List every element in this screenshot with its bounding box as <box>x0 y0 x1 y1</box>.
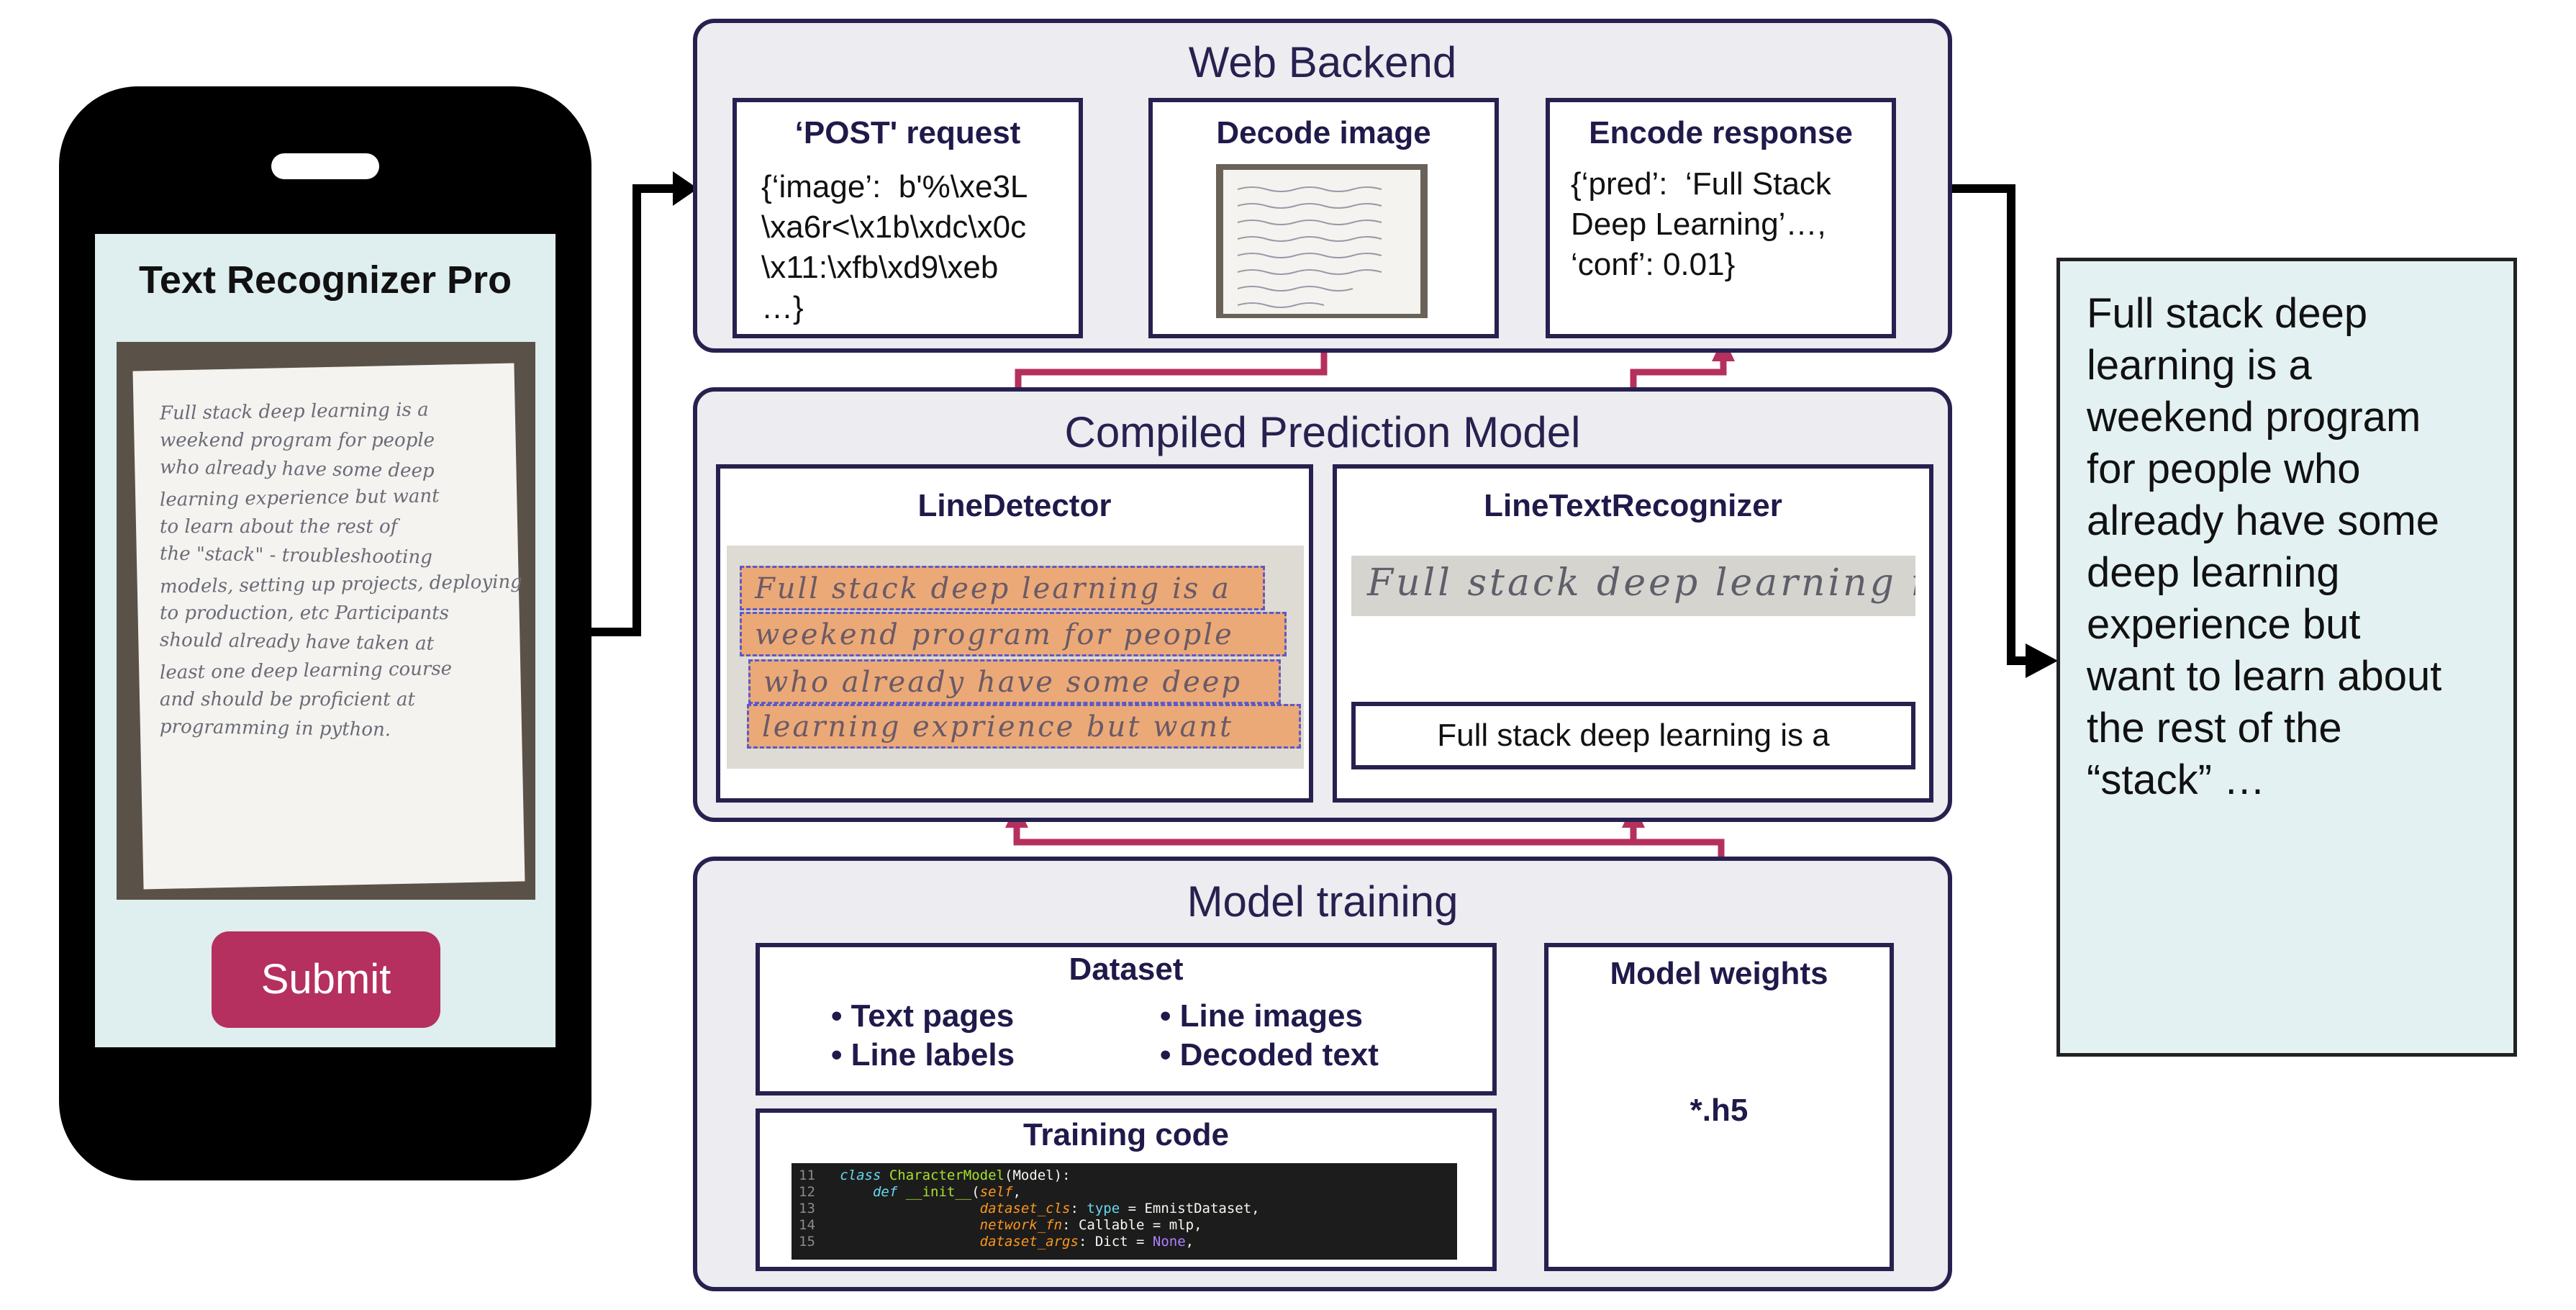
line-crop-handwriting: Full stack deep learning is a <box>1367 561 1915 605</box>
training-code-title: Training code <box>1022 1117 1230 1152</box>
post-request-body: {‘image’: b'%\xe3L \xa6r<\x1b\xdc\x0c \x… <box>761 169 1028 325</box>
model-training-title: Model training <box>1187 877 1459 926</box>
code-token: (Model): <box>1004 1167 1071 1183</box>
code-token: ( <box>971 1184 980 1200</box>
photo-handwriting-line: and should be proficient at <box>160 689 415 710</box>
code-line: 11 class CharacterModel(Model): <box>799 1167 1457 1184</box>
line-crop-image: Full stack deep learning is a <box>1351 556 1915 616</box>
code-token: dataset_args <box>840 1234 1079 1250</box>
code-token: = EmnistDataset, <box>1120 1201 1260 1216</box>
post-request-title: ‘POST' request <box>794 115 1021 150</box>
dataset-items-right: • Line images • Decoded text <box>1160 997 1379 1075</box>
detected-line-text: who already have some deep <box>763 666 1243 699</box>
code-token: , <box>1185 1234 1194 1250</box>
code-line: 15 dataset_args: Dict = None, <box>799 1234 1457 1250</box>
code-token: type <box>1087 1201 1120 1216</box>
phone-speaker <box>271 153 379 179</box>
detected-line-text: weekend program for people <box>755 618 1234 651</box>
code-line: 13 dataset_cls: type = EmnistDataset, <box>799 1201 1457 1217</box>
code-token: __init__ <box>905 1184 972 1200</box>
backend-to-output-connector <box>1952 184 2029 665</box>
detected-line-box: Full stack deep learning is a <box>740 566 1265 610</box>
detected-line-box: learning exprience but want <box>747 704 1301 749</box>
thumbnail-scribbles <box>1237 186 1382 308</box>
code-token: None <box>1152 1234 1186 1250</box>
dataset-box <box>756 943 1497 1096</box>
submit-button[interactable] <box>212 931 440 1028</box>
handwriting-photo[interactable]: Full stack deep learning is a weekend pro… <box>117 342 535 900</box>
code-line: 12 def __init__(self, <box>799 1184 1457 1201</box>
detected-line-box: weekend program for people <box>740 612 1287 656</box>
training-code-snippet: 11 class CharacterModel(Model):12 def __… <box>792 1163 1457 1260</box>
app-title: Text Recognizer Pro <box>138 258 512 302</box>
output-panel <box>2056 258 2517 1057</box>
post-request-box <box>733 98 1083 338</box>
encode-response-body: {‘pred’: ‘Full Stack Deep Learning’…, ‘c… <box>1571 166 1831 282</box>
submit-button-label: Submit <box>260 956 391 1003</box>
photo-handwriting-line: the "stack" - troubleshooting <box>159 543 433 569</box>
code-token: network_fn <box>840 1217 1063 1233</box>
code-token: : Callable = mlp, <box>1062 1217 1202 1233</box>
dataset-title: Dataset <box>1069 952 1184 987</box>
line-text-recognizer-title: LineTextRecognizer <box>1484 488 1782 523</box>
model-weights-box <box>1544 943 1894 1271</box>
photo-handwriting-line: least one deep learning course <box>159 658 453 684</box>
code-token: : <box>1070 1201 1087 1216</box>
detected-line-text: learning exprience but want <box>762 710 1234 744</box>
encode-response-title: Encode response <box>1589 115 1853 150</box>
dataset-item: • Decoded text <box>1160 1037 1379 1072</box>
code-line-number: 15 <box>799 1234 840 1250</box>
code-line-number: 12 <box>799 1184 840 1200</box>
detected-line-box: who already have some deep <box>748 659 1281 704</box>
code-line-number: 14 <box>799 1217 840 1233</box>
line-detector-title: LineDetector <box>917 488 1112 523</box>
line-detection-image: Full stack deep learning is a weekend pro… <box>727 546 1304 769</box>
code-token: self <box>979 1184 1013 1200</box>
photo-handwriting-line: weekend program for people <box>160 430 435 451</box>
detected-line-text: Full stack deep learning is a <box>755 572 1231 605</box>
model-weights-title: Model weights <box>1610 956 1828 991</box>
code-line-number: 11 <box>799 1167 840 1183</box>
output-text: Full stack deep learning is a weekend pr… <box>2087 290 2442 803</box>
web-backend-title: Web Backend <box>1188 38 1457 86</box>
code-token: class <box>840 1167 889 1183</box>
dataset-item: • Text pages <box>831 998 1015 1034</box>
code-token: def <box>840 1184 906 1200</box>
model-weights-file: *.h5 <box>1690 1093 1749 1128</box>
code-token: : Dict = <box>1078 1234 1153 1250</box>
backend-to-output-arrowhead <box>2026 643 2058 678</box>
dataset-items-left: • Text pages • Line labels <box>831 997 1015 1075</box>
recognized-text-box <box>1351 702 1915 769</box>
photo-handwriting-line: Full stack deep learning is a <box>159 399 429 425</box>
dataset-item: • Line images <box>1160 998 1363 1034</box>
photo-handwriting-line: programming in python. <box>159 715 391 741</box>
phone-to-backend-connector <box>589 184 673 636</box>
decode-image-title: Decode image <box>1216 115 1431 150</box>
code-token: , <box>1012 1184 1021 1200</box>
phone-to-backend-arrowhead <box>673 171 698 206</box>
recognized-text: Full stack deep learning is a <box>1437 718 1830 753</box>
encode-response-box <box>1546 98 1896 338</box>
photo-handwriting-line: to learn about the rest of <box>160 516 398 538</box>
photo-handwriting-line: models, setting up projects, deploying <box>159 571 523 598</box>
detected-lines: Full stack deep learning is a weekend pro… <box>727 546 1304 769</box>
code-line-number: 13 <box>799 1201 840 1216</box>
compiled-model-title: Compiled Prediction Model <box>1064 408 1581 456</box>
code-token: CharacterModel <box>889 1167 1004 1183</box>
code-line: 14 network_fn: Callable = mlp, <box>799 1217 1457 1234</box>
photo-text: Full stack deep learning is a weekend pro… <box>117 342 535 900</box>
photo-handwriting-line: should already have taken at <box>159 629 435 655</box>
photo-handwriting-line: to production, etc Participants <box>160 602 449 624</box>
code-token: dataset_cls <box>840 1201 1071 1216</box>
dataset-item: • Line labels <box>831 1037 1015 1072</box>
decoded-image-thumbnail <box>1216 164 1428 318</box>
photo-handwriting-line: learning experience but want <box>159 485 440 511</box>
photo-handwriting-line: who already have some deep <box>159 456 435 482</box>
